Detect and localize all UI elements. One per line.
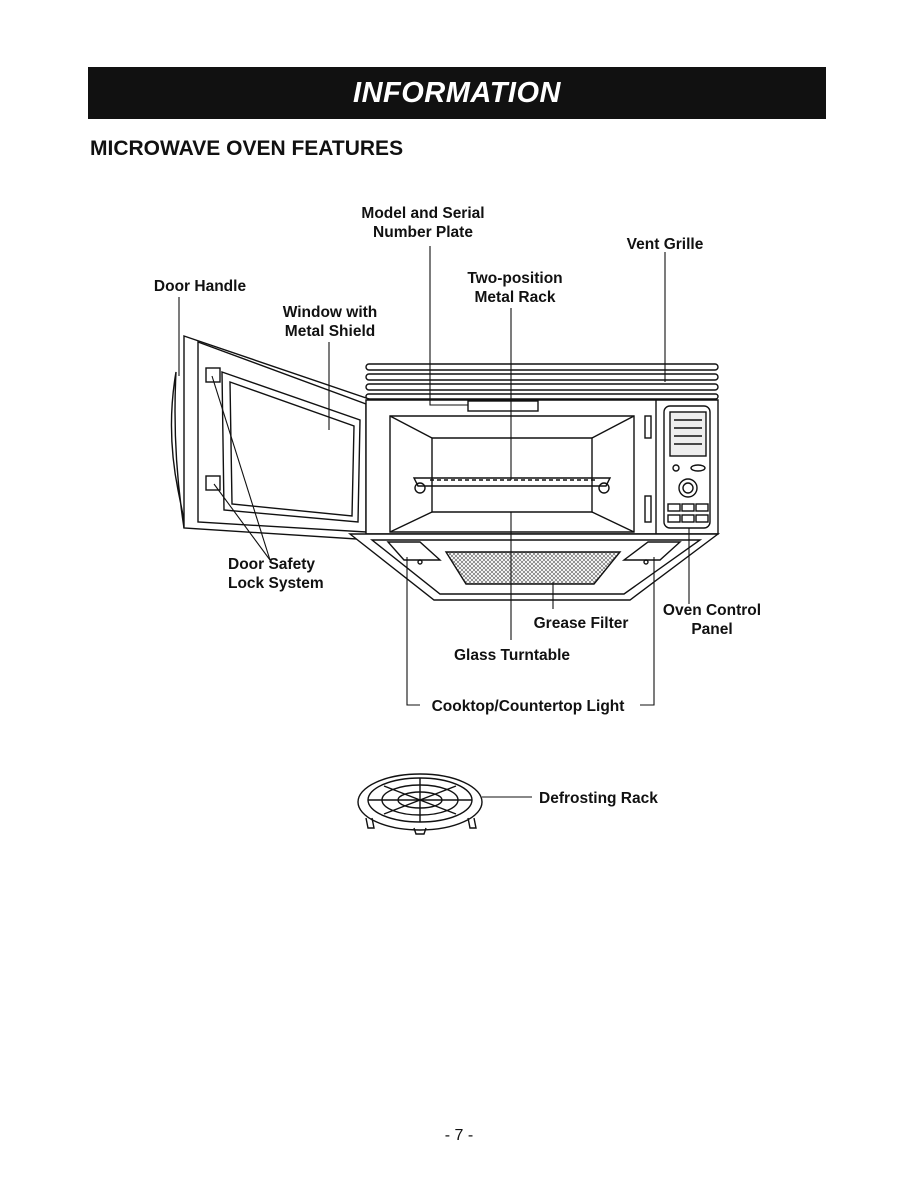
- leader-lines: [178, 246, 690, 798]
- vent-grille-illustration: [365, 363, 719, 400]
- banner-title: INFORMATION: [353, 76, 561, 109]
- door-safety-label: Door Safety Lock System: [228, 556, 324, 592]
- control-panel-illustration: [663, 405, 711, 529]
- glass-turntable-label: Glass Turntable: [454, 647, 570, 664]
- model-plate-label: Model and Serial Number Plate: [361, 205, 485, 241]
- door-handle-label: Door Handle: [153, 278, 247, 295]
- door-illustration: [170, 335, 383, 541]
- grease-filter-label: Grease Filter: [533, 615, 629, 632]
- underside-illustration: [347, 533, 721, 601]
- window-label: Window with Metal Shield: [282, 304, 378, 340]
- page-title: MICROWAVE OVEN FEATURES: [90, 137, 404, 160]
- metal-rack-illustration: [412, 477, 612, 494]
- page-number: - 7 -: [444, 1127, 474, 1144]
- cooktop-light-label: Cooktop/Countertop Light: [431, 698, 625, 715]
- section-banner: INFORMATION: [88, 67, 826, 119]
- defrosting-rack-illustration: [357, 773, 483, 835]
- oven-control-label: Oven Control Panel: [662, 602, 762, 638]
- metal-rack-label: Two-position Metal Rack: [467, 270, 563, 306]
- vent-grille-label: Vent Grille: [626, 236, 704, 253]
- defrosting-rack-label: Defrosting Rack: [539, 790, 658, 807]
